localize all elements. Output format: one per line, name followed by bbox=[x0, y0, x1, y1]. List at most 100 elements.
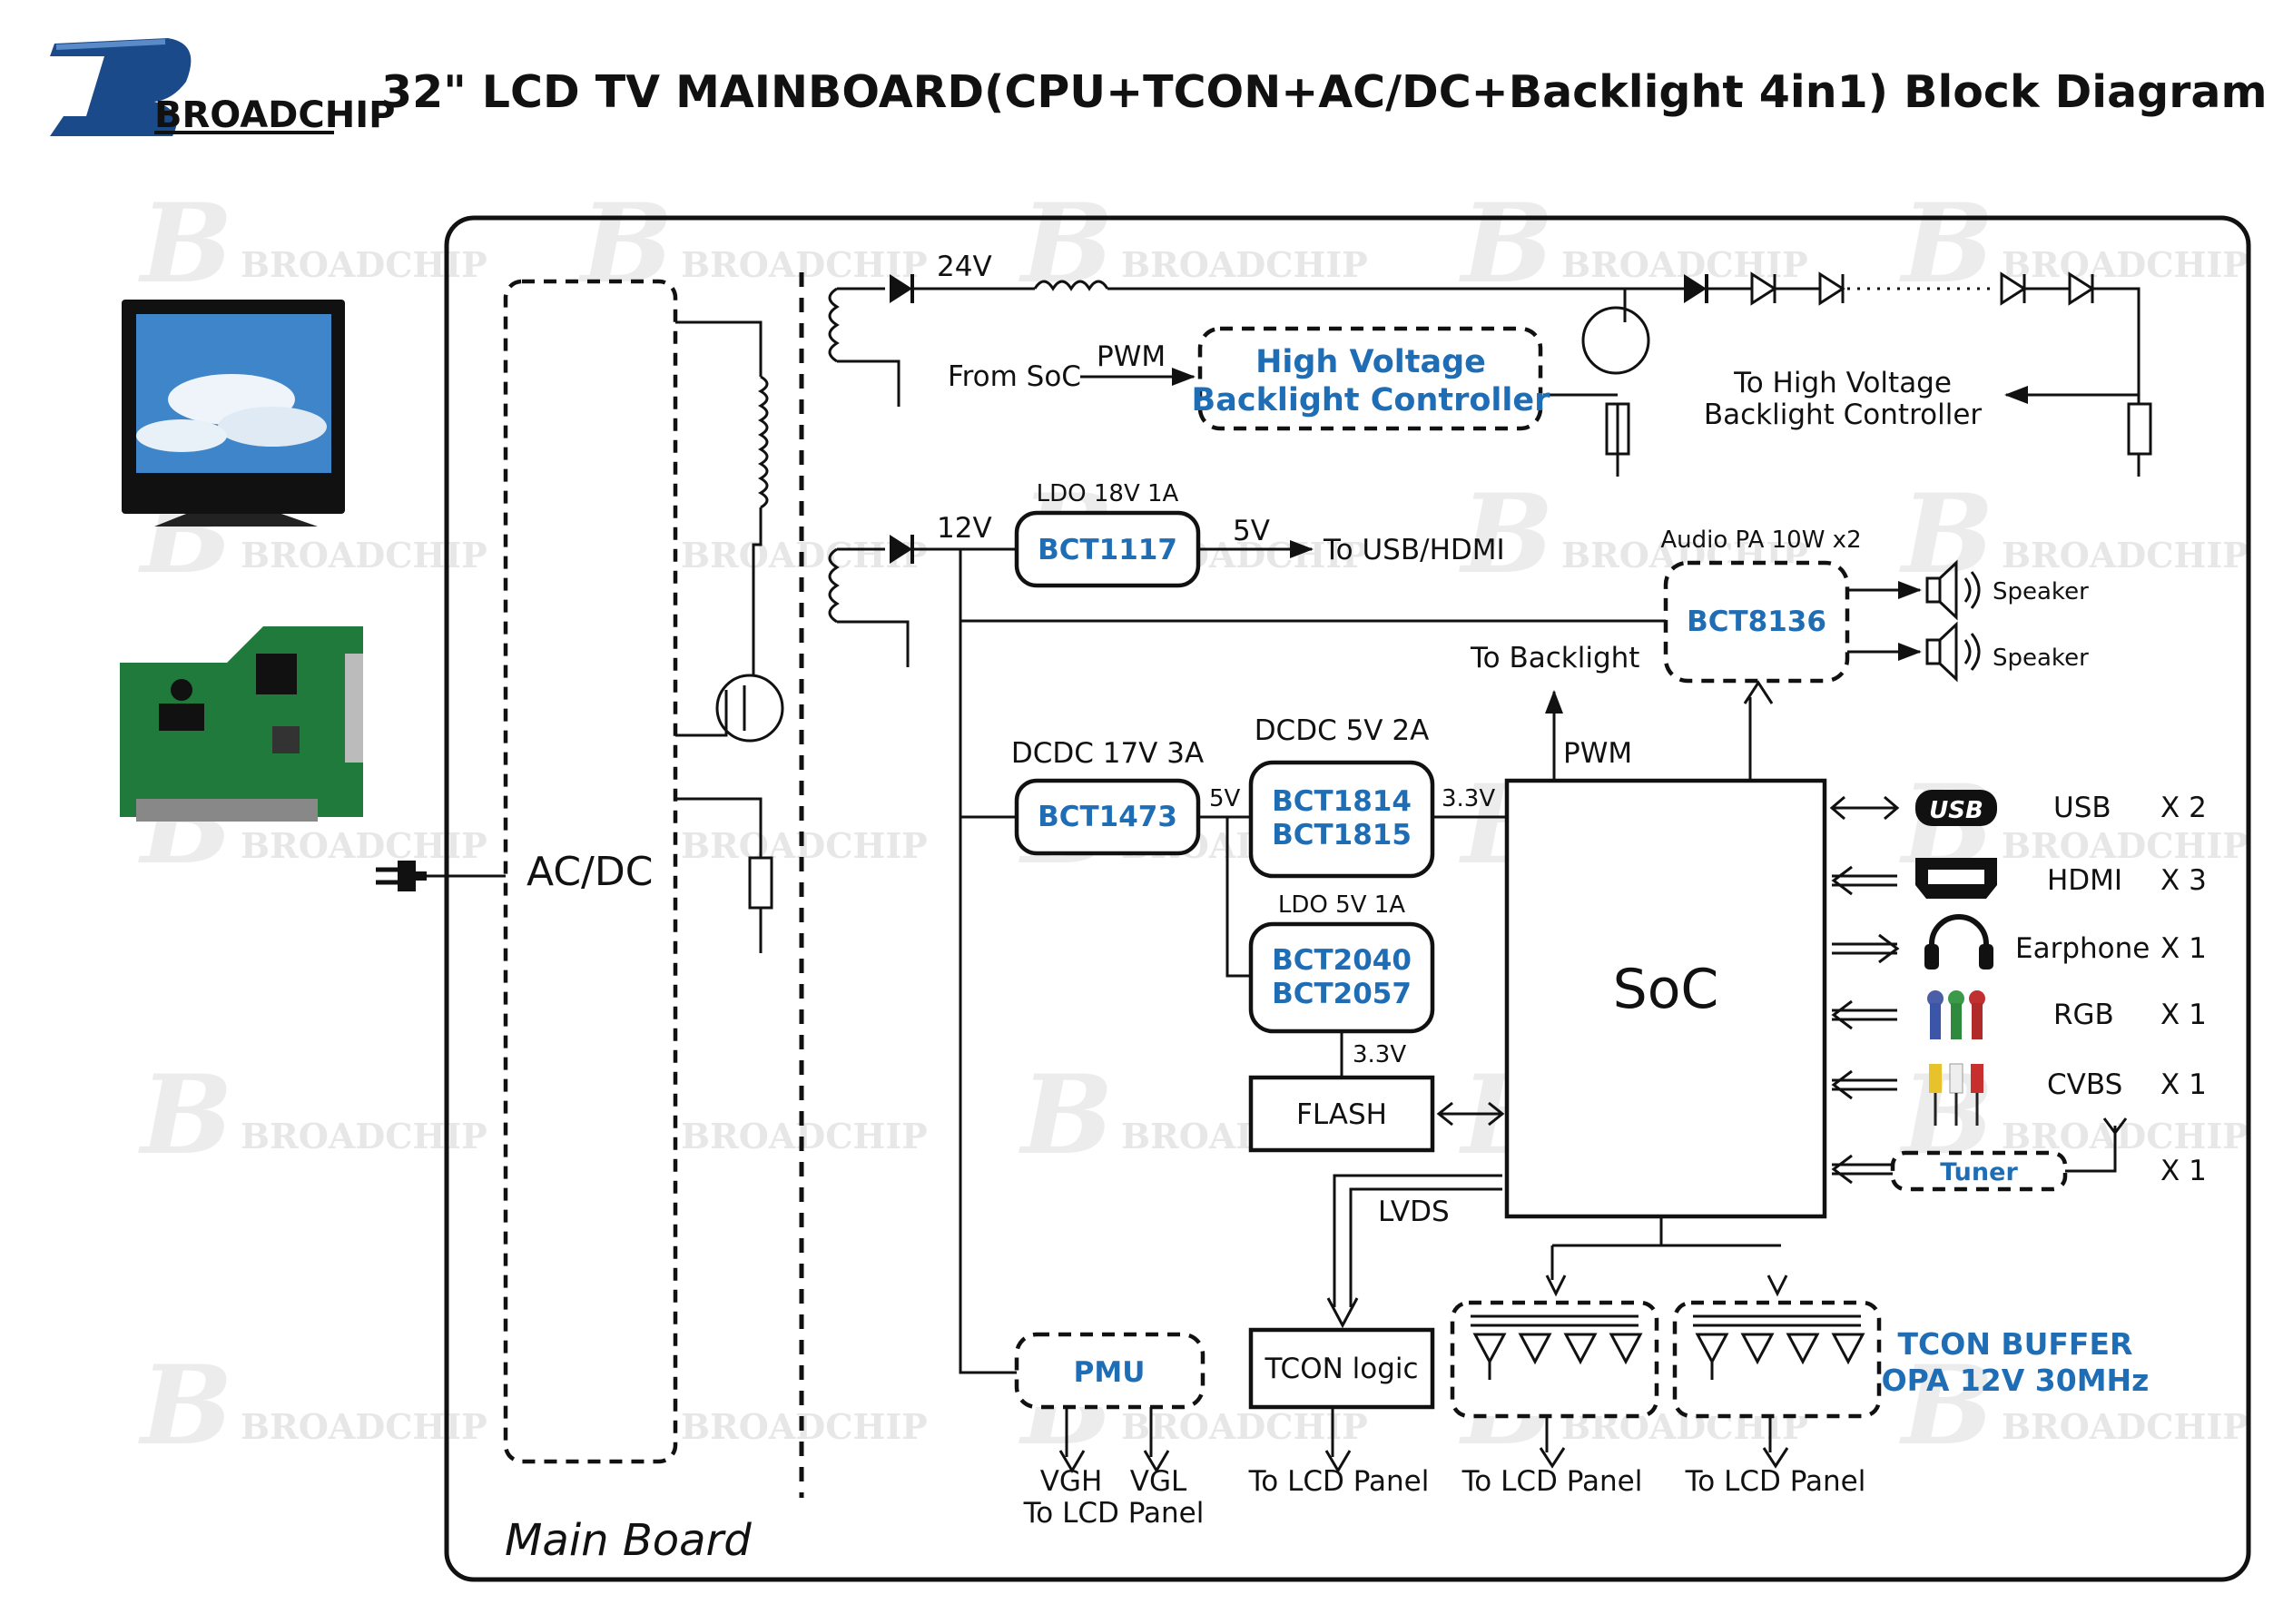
tcon-buffer-group-2 bbox=[1672, 1300, 1882, 1469]
broadchip-logo: BROADCHIP bbox=[50, 38, 395, 136]
pmu-dest: To LCD Panel bbox=[1023, 1497, 1205, 1530]
usb-hdmi-dest: To USB/HDMI bbox=[1323, 534, 1505, 566]
tcon-dest: To LCD Panel bbox=[1248, 1465, 1430, 1498]
soc-buffer-bus bbox=[1545, 1216, 1788, 1297]
io-rgb-name: RGB bbox=[2053, 999, 2114, 1031]
tv-image bbox=[122, 300, 345, 527]
io-usb-count: X 2 bbox=[2160, 792, 2207, 824]
tcon-logic-label: TCON logic bbox=[1264, 1353, 1418, 1385]
svg-text:B: B bbox=[138, 180, 232, 308]
hv-controller-line1: High Voltage bbox=[1255, 344, 1486, 380]
svg-text:USB: USB bbox=[1929, 797, 1983, 824]
hdmi-icon bbox=[1915, 858, 1997, 899]
dcdc1473-caption: DCDC 17V 3A bbox=[1011, 737, 1204, 770]
bct1117-label: BCT1117 bbox=[1038, 534, 1177, 566]
main-board-frame bbox=[444, 215, 2251, 1582]
tcon-output bbox=[1324, 1407, 1352, 1473]
speaker-1-label: Speaker bbox=[1993, 578, 2089, 605]
pwm-soc-label: PWM bbox=[1563, 737, 1632, 770]
flash-label: FLASH bbox=[1296, 1098, 1387, 1131]
io-hdmi-count: X 3 bbox=[2160, 864, 2207, 897]
soc-label: SoC bbox=[1613, 958, 1719, 1021]
tcon-buffer-title: TCON BUFFER bbox=[1898, 1326, 2133, 1362]
bct1473-label: BCT1473 bbox=[1038, 801, 1177, 833]
bct8136-block bbox=[1663, 560, 1850, 684]
io-earphone-count: X 1 bbox=[2160, 932, 2207, 965]
io-earphone-row: Earphone X 1 bbox=[1832, 914, 2207, 969]
io-usb-row: USB USB X 2 bbox=[1829, 790, 2207, 826]
lvds-bus bbox=[1326, 1174, 1502, 1329]
main-board-label: Main Board bbox=[505, 1515, 752, 1566]
bct1815-label: BCT1815 bbox=[1272, 819, 1412, 851]
io-tuner-count: X 1 bbox=[2160, 1155, 2207, 1187]
pcb-image bbox=[120, 626, 363, 822]
bct1814-block bbox=[1248, 760, 1435, 879]
io-hdmi-row: HDMI X 3 bbox=[1831, 858, 2207, 899]
tuner-block bbox=[1890, 1150, 2068, 1192]
io-cvbs-name: CVBS bbox=[2047, 1068, 2122, 1101]
io-tuner-row: Tuner X 1 bbox=[1831, 1117, 2207, 1192]
svg-text:BROADCHIP: BROADCHIP bbox=[241, 244, 487, 285]
io-rgb-row: RGB X 1 bbox=[1831, 990, 2207, 1039]
speaker-icon bbox=[1925, 559, 1981, 621]
headphone-icon bbox=[1924, 914, 1993, 969]
io-earphone-name: Earphone bbox=[2015, 932, 2150, 965]
from-soc-label: From SoC bbox=[948, 360, 1081, 393]
dcdc1814-caption: DCDC 5V 2A bbox=[1255, 714, 1430, 747]
audio-caption: Audio PA 10W x2 bbox=[1660, 527, 1861, 554]
bct1117-out: 5V bbox=[1233, 515, 1270, 547]
hv-controller-line2: Backlight Controller bbox=[1192, 382, 1551, 418]
hv-backlight-controller bbox=[1197, 326, 1543, 431]
usb-icon: USB bbox=[1915, 790, 1997, 826]
pmu-label: PMU bbox=[1074, 1356, 1146, 1389]
feedback-line2: Backlight Controller bbox=[1704, 399, 1983, 431]
buffer-dest-2: To LCD Panel bbox=[1685, 1465, 1866, 1498]
pwm-backlight-label: PWM bbox=[1097, 340, 1166, 373]
feedback-line1: To High Voltage bbox=[1733, 367, 1952, 399]
soc-block bbox=[1504, 778, 1827, 1219]
io-tuner-name: Tuner bbox=[1940, 1158, 2018, 1186]
io-cvbs-count: X 1 bbox=[2160, 1068, 2207, 1101]
io-usb-name: USB bbox=[2053, 792, 2111, 824]
io-hdmi-name: HDMI bbox=[2047, 864, 2122, 897]
speaker-icon bbox=[1925, 621, 1981, 683]
bct1814-out: 3.3V bbox=[1442, 785, 1495, 812]
io-cvbs-row: CVBS X 1 bbox=[1831, 1063, 2207, 1126]
rail-24v-label: 24V bbox=[937, 251, 992, 283]
antenna-icon bbox=[2065, 1117, 2128, 1173]
ldo1117-caption: LDO 18V 1A bbox=[1037, 480, 1179, 507]
acdc-block bbox=[503, 279, 678, 1464]
rail-12v-label: 12V bbox=[937, 512, 992, 545]
pmu-outputs bbox=[1058, 1407, 1170, 1473]
rail-12v bbox=[828, 535, 1666, 1374]
ldo2040-caption: LDO 5V 1A bbox=[1278, 891, 1405, 919]
rca-connector-icon bbox=[1929, 1063, 1983, 1126]
tcon-logic-block bbox=[1248, 1327, 1435, 1410]
power-plug-icon bbox=[376, 861, 427, 891]
pmu-block bbox=[1014, 1332, 1206, 1410]
tcon-buffer-spec: OPA 12V 30MHz bbox=[1882, 1363, 2150, 1398]
to-backlight-label: To Backlight bbox=[1470, 642, 1639, 674]
page-title: 32" LCD TV MAINBOARD(CPU+TCON+AC/DC+Back… bbox=[381, 66, 2268, 118]
rail-24v: 24V bbox=[828, 251, 2152, 477]
flash-block bbox=[1248, 1075, 1435, 1153]
bct1814-label: BCT1814 bbox=[1272, 785, 1412, 818]
flash-soc-bus bbox=[1436, 1101, 1505, 1127]
vgl-label: VGL bbox=[1130, 1465, 1187, 1498]
tcon-buffer-group-1 bbox=[1450, 1300, 1659, 1469]
bct1473-out: 5V bbox=[1209, 785, 1241, 812]
bct2057-label: BCT2057 bbox=[1272, 978, 1412, 1010]
brand-name: BROADCHIP bbox=[154, 94, 395, 136]
lvds-label: LVDS bbox=[1378, 1196, 1450, 1228]
rgb-connector-icon bbox=[1927, 990, 1985, 1039]
io-rgb-count: X 1 bbox=[2160, 999, 2207, 1031]
vgh-label: VGH bbox=[1040, 1465, 1103, 1498]
primary-side-circuit bbox=[675, 320, 784, 953]
speaker-2-label: Speaker bbox=[1993, 645, 2089, 672]
bct8136-label: BCT8136 bbox=[1687, 605, 1826, 638]
bct2040-label: BCT2040 bbox=[1272, 944, 1412, 977]
acdc-label: AC/DC bbox=[527, 849, 653, 895]
buffer-dest-1: To LCD Panel bbox=[1461, 1465, 1643, 1498]
ldo2040-out: 3.3V bbox=[1353, 1041, 1406, 1068]
